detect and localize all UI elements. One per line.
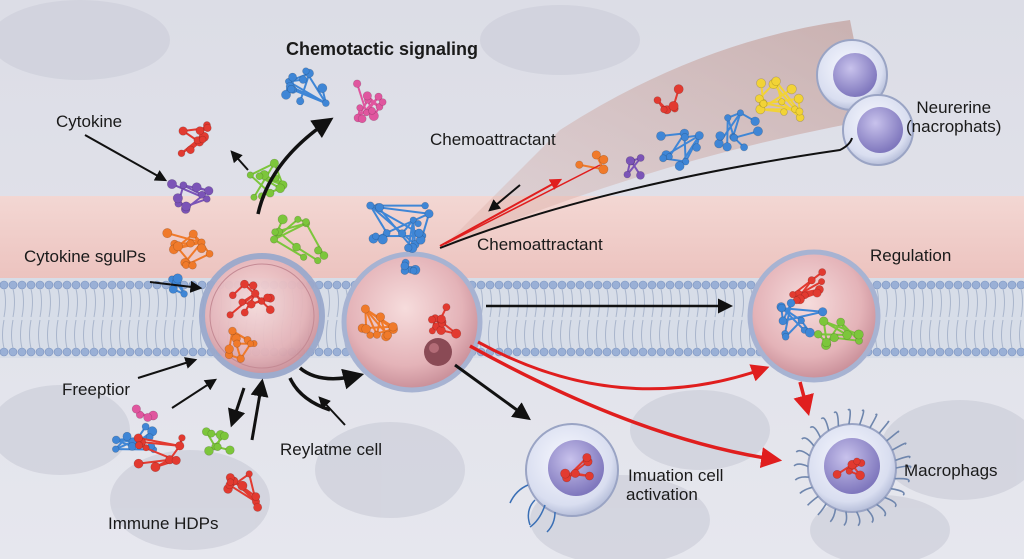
label-imuation-line1: Imuation cell [628, 466, 724, 485]
label-imuation-line2: activation [626, 485, 698, 504]
regulation-cell [747, 249, 881, 383]
label-imuation: Imuation cell activation [626, 466, 724, 504]
label-regulation: Regulation [870, 246, 952, 265]
activation-cell [509, 423, 619, 533]
label-chemoattractant-top: Chemoattractant [430, 130, 556, 149]
immune-cell-icon [816, 39, 914, 166]
label-chemoattractant-mid: Chemoattractant [477, 235, 603, 254]
label-neurerine: Neurerine (nacrophats) [906, 98, 1001, 136]
label-neurerine-line2: (nacrophats) [906, 117, 1002, 136]
receptor-cell [341, 251, 483, 393]
diagram-title: Chemotactic signaling [286, 39, 479, 59]
black-arrows [84, 117, 853, 441]
label-cytokine-signals: Cytokine sgulPs [24, 247, 146, 266]
label-freeptior: Freeptior [62, 380, 131, 399]
label-reylatme-cell: Reylatme cell [280, 440, 383, 459]
label-cytokine: Cytokine [56, 112, 123, 131]
molecule-cluster-icon [111, 67, 866, 512]
red-arrows [439, 164, 814, 468]
cytokine-cell [199, 253, 325, 379]
label-immune-hdps: Immune HDPs [108, 514, 219, 533]
label-macrophags: Macrophags [904, 461, 998, 480]
label-neurerine-line1: Neurerine [916, 98, 992, 117]
